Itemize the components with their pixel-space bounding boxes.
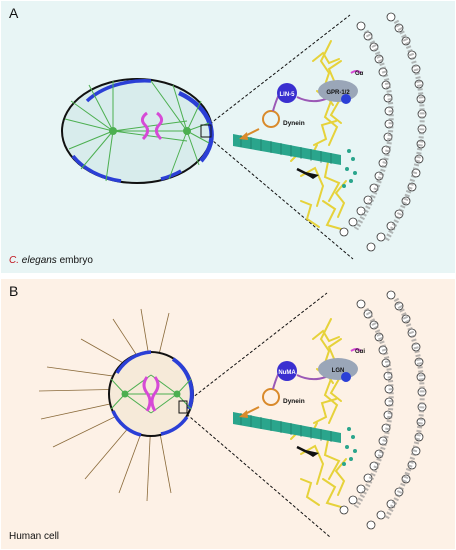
adaptor-protein [277,361,297,381]
zoom-line-top [182,292,328,406]
label-gpr: GPR-1/2 [326,90,350,96]
force-generator-complex [239,348,362,418]
panel-a-caption: C. elegans embryo [9,255,93,266]
caption-species-name: elegans [21,255,57,266]
label-dynein: Dynein [283,120,305,127]
force-generator-complex [239,70,362,140]
label-gpr: LGN [332,368,345,374]
panel-b-caption: Human cell [9,531,60,542]
actin-meshwork [290,318,347,508]
dynein-motor [262,110,280,128]
panel-a-diagram: LIN-5 GPR-1/2 Gα Dynein [61,12,427,260]
caption-suffix: embryo [56,255,93,266]
microtubule [233,134,357,188]
panel-b-letter: B [9,283,19,299]
caption-species-initial: C. [9,255,19,266]
cortex-zoom [290,290,427,530]
actin-meshwork [290,40,347,230]
label-adaptor: LIN-5 [280,92,296,98]
microtubule [233,412,357,466]
label-g-alpha: Gα [355,71,364,77]
dynein-motor [262,388,280,406]
human-cell [38,308,194,502]
c-elegans-embryo [61,78,214,184]
zoom-line-bottom [205,134,354,260]
zoom-line-top [205,14,351,128]
panel-b: NuMA LGN Gαi Dynein B Human cell [1,279,455,549]
panel-a: LIN-5 GPR-1/2 Gα Dynein A C. elegans emb… [1,1,455,273]
cortex-zoom [290,12,427,252]
panel-a-letter: A [9,5,19,21]
zoom-line-bottom [182,410,331,538]
label-g-alpha: Gαi [355,349,365,355]
plasma-membrane [339,12,427,252]
panel-b-diagram: NuMA LGN Gαi Dynein [38,290,427,538]
label-dynein: Dynein [283,398,305,405]
adaptor-protein [277,83,297,103]
plasma-membrane [339,290,427,530]
label-adaptor: NuMA [278,370,296,376]
